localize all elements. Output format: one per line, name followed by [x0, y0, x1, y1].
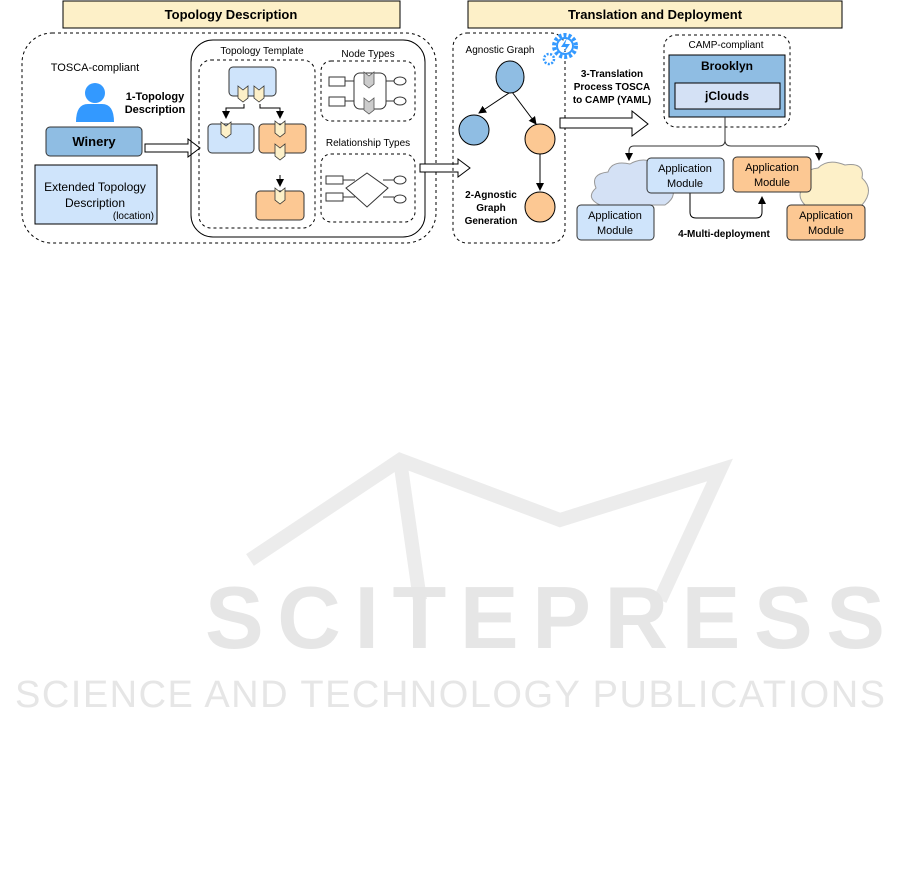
topology-template-graph	[207, 66, 307, 221]
application-module-box: Application Module	[732, 156, 812, 193]
arrow-to-template-icon	[144, 138, 201, 158]
step2-label: Graph	[476, 203, 505, 214]
svg-text:Application: Application	[745, 162, 799, 174]
relationship-types-box	[320, 153, 416, 223]
translation-deployment-header	[467, 0, 843, 29]
topology-outer-box	[21, 32, 437, 244]
node-types-label: Node Types	[341, 49, 394, 60]
svg-text:Application: Application	[588, 210, 642, 222]
watermark-book-icon	[246, 452, 733, 603]
svg-text:Module: Module	[754, 177, 790, 189]
brooklyn-label: Brooklyn	[701, 59, 753, 73]
arrow-to-camp-icon	[559, 109, 649, 137]
watermark-title: SCITEPRESS	[205, 568, 885, 667]
multi-deployment-connector	[689, 193, 766, 219]
agnostic-graph-box	[452, 32, 566, 244]
step3-label: to CAMP (YAML)	[573, 95, 651, 106]
translation-deployment-title: Translation and Deployment	[568, 7, 743, 22]
svg-text:Application: Application	[799, 210, 853, 222]
jclouds-box	[674, 82, 781, 110]
winery-label: Winery	[72, 134, 116, 149]
step2-label: Generation	[465, 216, 518, 227]
topology-template-label: Topology Template	[220, 46, 304, 57]
winery-box	[45, 126, 143, 157]
step1-label: 1-Topology	[126, 91, 185, 103]
camp-compliant-label: CAMP-compliant	[688, 40, 763, 51]
agnostic-graph	[458, 60, 556, 223]
step2-label: 2-Agnostic	[465, 190, 517, 201]
camp-compliant-box	[663, 34, 791, 128]
template-container	[190, 39, 426, 238]
svg-text:Module: Module	[667, 178, 703, 190]
application-module-box: Application Module	[576, 204, 655, 241]
step3-label: Process TOSCA	[574, 82, 651, 93]
deploy-connector-left	[625, 117, 726, 161]
arrow-to-graph-icon	[419, 158, 471, 178]
application-module-box: Application Module	[786, 204, 866, 241]
tosca-compliant-label: TOSCA-compliant	[51, 62, 139, 74]
step3-label: 3-Translation	[581, 69, 643, 80]
step4-label: 4-Multi-deployment	[678, 229, 770, 240]
watermark	[246, 452, 733, 603]
user-icon	[76, 83, 114, 122]
agnostic-graph-label: Agnostic Graph	[466, 45, 535, 56]
svg-text:Module: Module	[808, 225, 844, 237]
relationship-types-label: Relationship Types	[326, 138, 410, 149]
node-types-box	[320, 60, 416, 122]
svg-text:Application: Application	[658, 163, 712, 175]
step1-label: Description	[125, 104, 186, 116]
topology-description-header	[62, 0, 401, 29]
node-type-icon	[328, 71, 407, 115]
topology-description-title: Topology Description	[165, 7, 298, 22]
jclouds-label: jClouds	[704, 89, 749, 103]
extended-topology-box	[34, 164, 158, 225]
watermark-subtitle: SCIENCE AND TECHNOLOGY PUBLICATIONS	[15, 674, 885, 716]
application-module-box: Application Module	[646, 157, 725, 194]
gear-icon	[542, 33, 578, 66]
extended-topology-label: Extended Topology	[44, 180, 146, 194]
svg-text:Module: Module	[597, 225, 633, 237]
deploy-connector-right	[724, 139, 823, 161]
relationship-type-icon	[325, 172, 407, 208]
topology-template-box	[198, 59, 316, 229]
extended-topology-label: Description	[65, 196, 125, 210]
location-label: (location)	[113, 211, 154, 222]
